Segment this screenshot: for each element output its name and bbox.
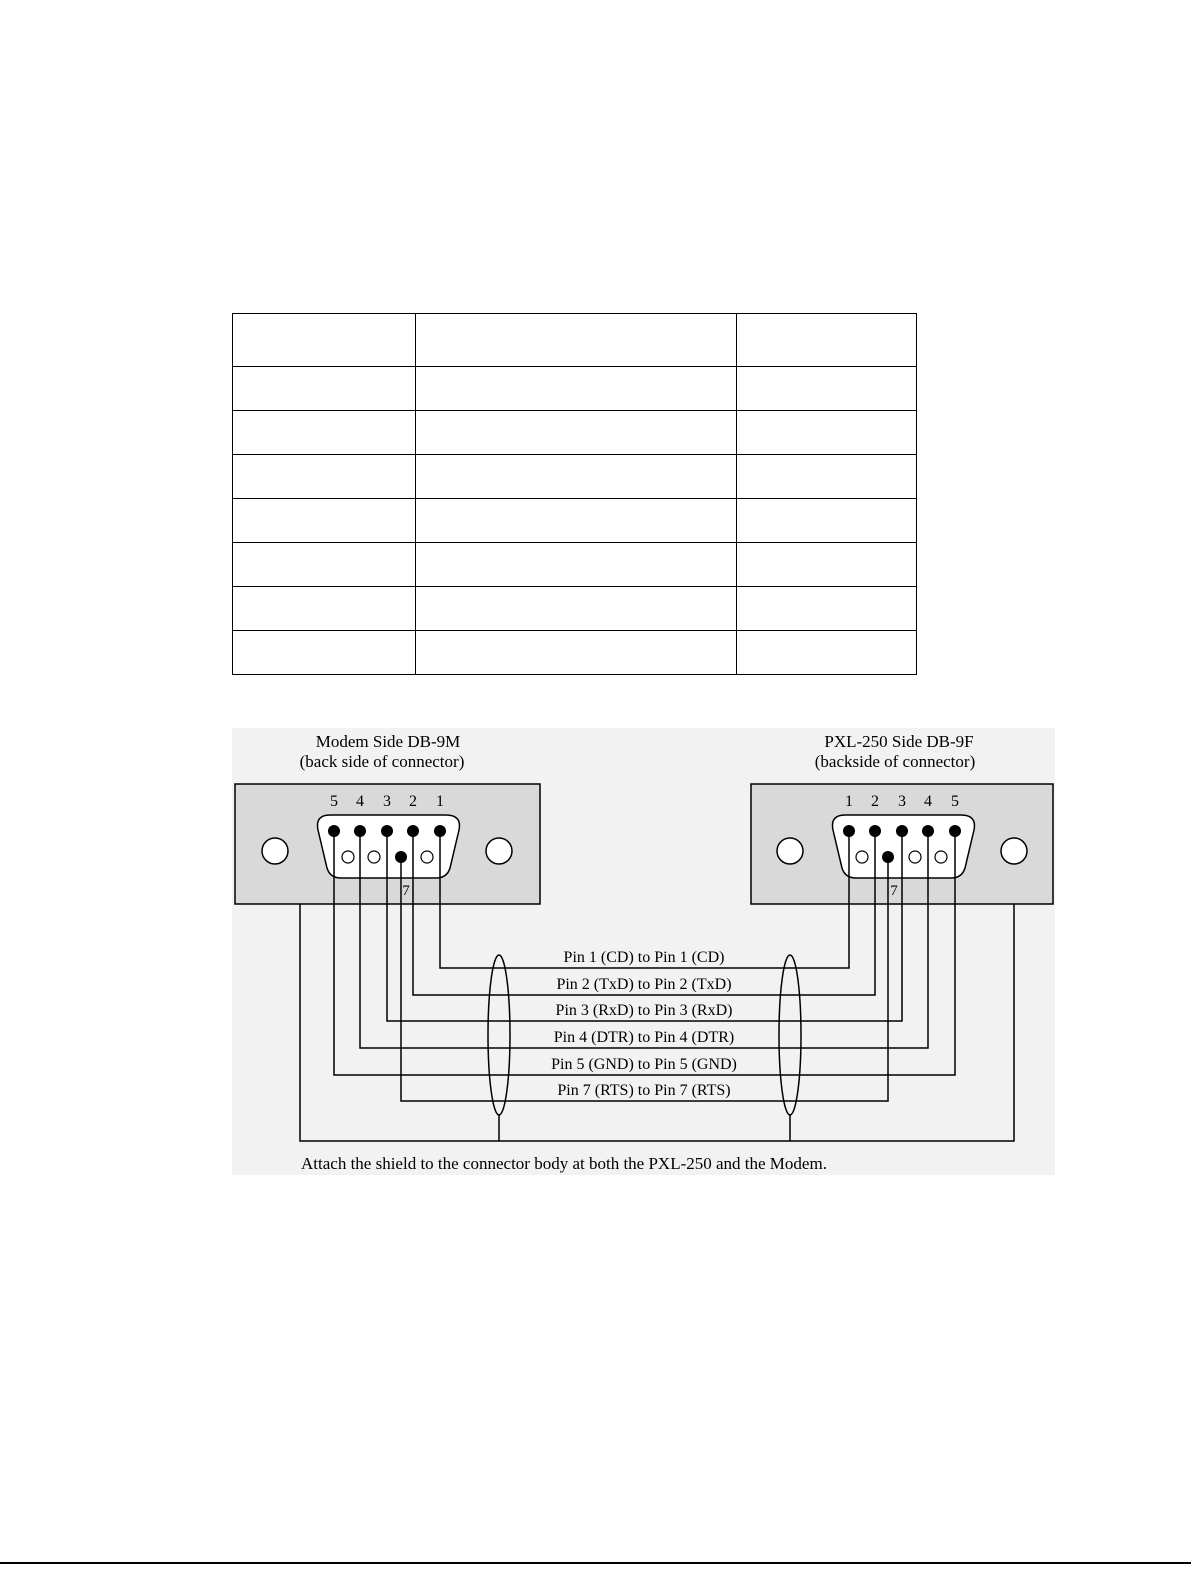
table-cell	[415, 586, 737, 631]
wire-pin2-txd	[412, 831, 876, 996]
table-header-row	[232, 313, 917, 367]
table-row	[232, 630, 917, 675]
wire-pin7-path	[400, 857, 889, 1102]
table-row	[232, 410, 917, 455]
wire-pin4-path	[359, 831, 929, 1049]
table-cell	[415, 542, 737, 587]
wire-pin7-rts	[400, 857, 889, 1102]
modem-pin-number-1: 1	[436, 793, 444, 810]
wire-label-3: Pin 3 (RxD) to Pin 3 (RxD)	[556, 1002, 733, 1019]
pxl250-connector-subtitle: (backside of connector)	[815, 752, 975, 771]
shield-path	[299, 904, 1015, 1142]
table-row	[232, 542, 917, 587]
pxl250-pin-6	[855, 850, 869, 864]
table-cell	[232, 542, 416, 587]
table-cell	[736, 454, 917, 499]
wire-pin3-rxd	[386, 831, 903, 1022]
modem-pin-number-3: 3	[383, 793, 391, 810]
shield-note: Attach the shield to the connector body …	[301, 1154, 827, 1173]
modem-connector-title: Modem Side DB-9M	[316, 732, 461, 751]
pxl250-pin-number-5: 5	[951, 793, 959, 810]
table-cell	[232, 498, 416, 543]
wire-pin2-path	[412, 831, 876, 996]
cable-shield-oval-right	[778, 954, 802, 1116]
modem-db9-shell	[316, 814, 461, 879]
pxl250-pin-number-4: 4	[924, 793, 932, 810]
wire-pin5-path	[333, 831, 956, 1076]
table-cell	[415, 410, 737, 455]
table-cell	[232, 410, 416, 455]
wire-label-6: Pin 7 (RTS) to Pin 7 (RTS)	[557, 1082, 730, 1099]
table-cell	[736, 410, 917, 455]
wire-pin3-path	[386, 831, 903, 1022]
modem-mount-hole-right	[485, 837, 513, 865]
table-cell	[736, 630, 917, 675]
table-cell	[415, 366, 737, 411]
wire-pin1-path	[439, 831, 850, 969]
table-cell	[415, 498, 737, 543]
modem-pin-number-5: 5	[330, 793, 338, 810]
pxl250-pin-number-1: 1	[845, 793, 853, 810]
pxl250-mount-hole-right	[1000, 837, 1028, 865]
wire-label-1: Pin 1 (CD) to Pin 1 (CD)	[564, 949, 725, 966]
table-cell	[415, 630, 737, 675]
table-cell	[736, 542, 917, 587]
wire-pin1-cd	[439, 831, 850, 969]
modem-pin-8	[367, 850, 381, 864]
table-cell	[232, 454, 416, 499]
modem-pin-number-2: 2	[409, 793, 417, 810]
table-cell	[232, 586, 416, 631]
table-row	[232, 366, 917, 411]
pxl250-pin-8	[908, 850, 922, 864]
modem-pin-number-4: 4	[356, 793, 364, 810]
modem-connector-subtitle: (back side of connector)	[300, 752, 465, 771]
wire-labels: Pin 1 (CD) to Pin 1 (CD) Pin 2 (TxD) to …	[551, 949, 737, 1099]
wire-label-5: Pin 5 (GND) to Pin 5 (GND)	[551, 1056, 737, 1073]
table-cell	[736, 366, 917, 411]
table-cell	[232, 366, 416, 411]
pxl250-pin7-label: 7	[890, 883, 898, 899]
modem-pin-9	[341, 850, 355, 864]
modem-mount-hole-left	[261, 837, 289, 865]
shield-wire	[299, 904, 1015, 1142]
wire-label-4: Pin 4 (DTR) to Pin 4 (DTR)	[554, 1029, 734, 1046]
table-cell	[232, 313, 416, 367]
footer-rule	[0, 1562, 1191, 1564]
table-row	[232, 498, 917, 543]
wire-pin5-gnd	[333, 831, 956, 1076]
table-cell	[415, 454, 737, 499]
pin-table	[232, 313, 917, 675]
table-cell	[415, 313, 737, 367]
cable-shield-oval-left	[487, 954, 511, 1116]
table-cell	[736, 313, 917, 367]
pxl250-db9-shell	[831, 814, 976, 879]
table-cell	[232, 630, 416, 675]
table-row	[232, 454, 917, 499]
pxl250-pin-number-2: 2	[871, 793, 879, 810]
wire-label-2: Pin 2 (TxD) to Pin 2 (TxD)	[556, 976, 731, 993]
wire-pin4-dtr	[359, 831, 929, 1049]
pxl250-mount-hole-left	[776, 837, 804, 865]
table-cell	[736, 498, 917, 543]
table-row	[232, 586, 917, 631]
pxl250-pin-9	[934, 850, 948, 864]
table-cell	[736, 586, 917, 631]
pxl250-connector-title: PXL-250 Side DB-9F	[824, 732, 973, 751]
pxl250-pin-number-3: 3	[898, 793, 906, 810]
modem-pin-6	[420, 850, 434, 864]
modem-pin7-label: 7	[402, 883, 410, 899]
cable-wiring-diagram: Modem Side DB-9M (back side of connector…	[232, 728, 1055, 1175]
